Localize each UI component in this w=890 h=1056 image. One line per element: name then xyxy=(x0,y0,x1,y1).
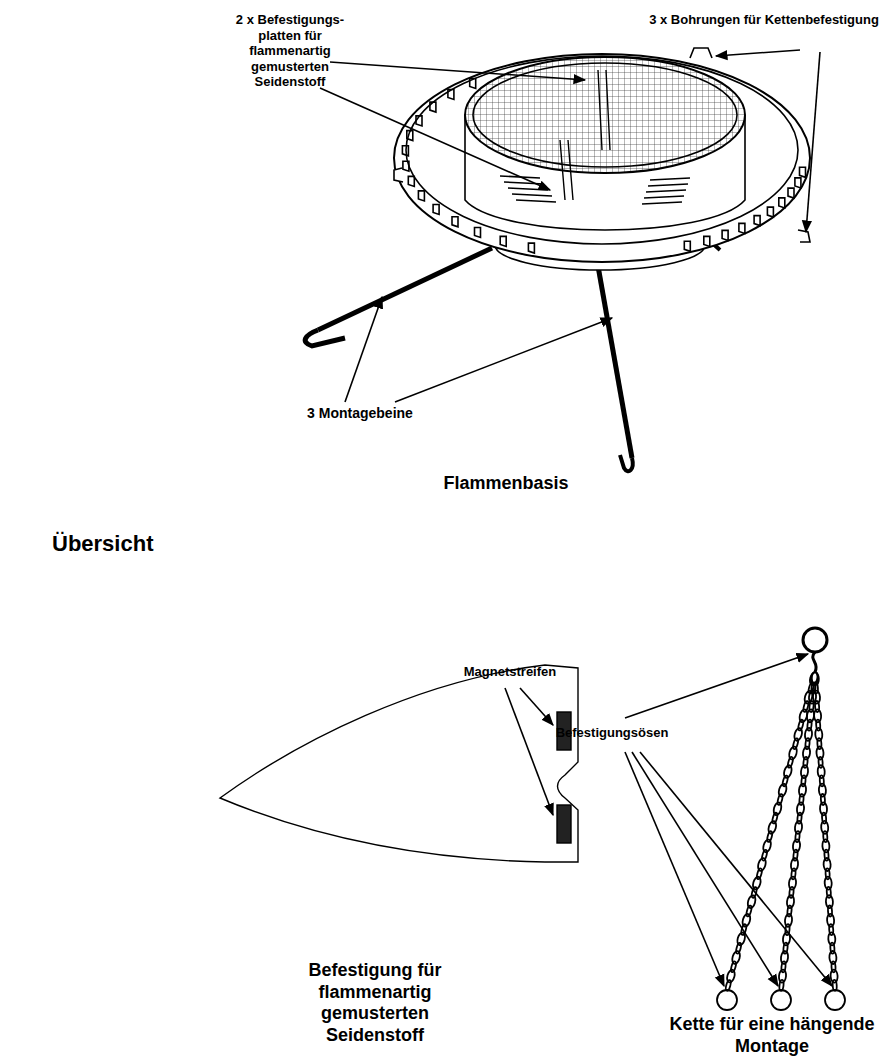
overview-title: Übersicht xyxy=(52,531,153,557)
part-label: 2 x Befestigungs- platten für flammenart… xyxy=(223,12,358,90)
figure-caption: Kette für eine hängende Montage xyxy=(667,1014,877,1056)
leader-lines xyxy=(320,50,832,986)
figure-caption: Befestigung für flammenartig gemusterten… xyxy=(285,960,465,1046)
figure-caption: Flammenbasis xyxy=(406,473,606,495)
part-label: 3 x Bohrungen für Kettenbefestigung xyxy=(649,12,879,28)
part-label: Befestigungsösen xyxy=(527,725,697,741)
flame-silk xyxy=(220,665,578,862)
part-label: 3 Montagebeine xyxy=(270,405,450,422)
hanging-chain xyxy=(717,628,845,1010)
part-label: Magnetstreifen xyxy=(440,664,580,680)
